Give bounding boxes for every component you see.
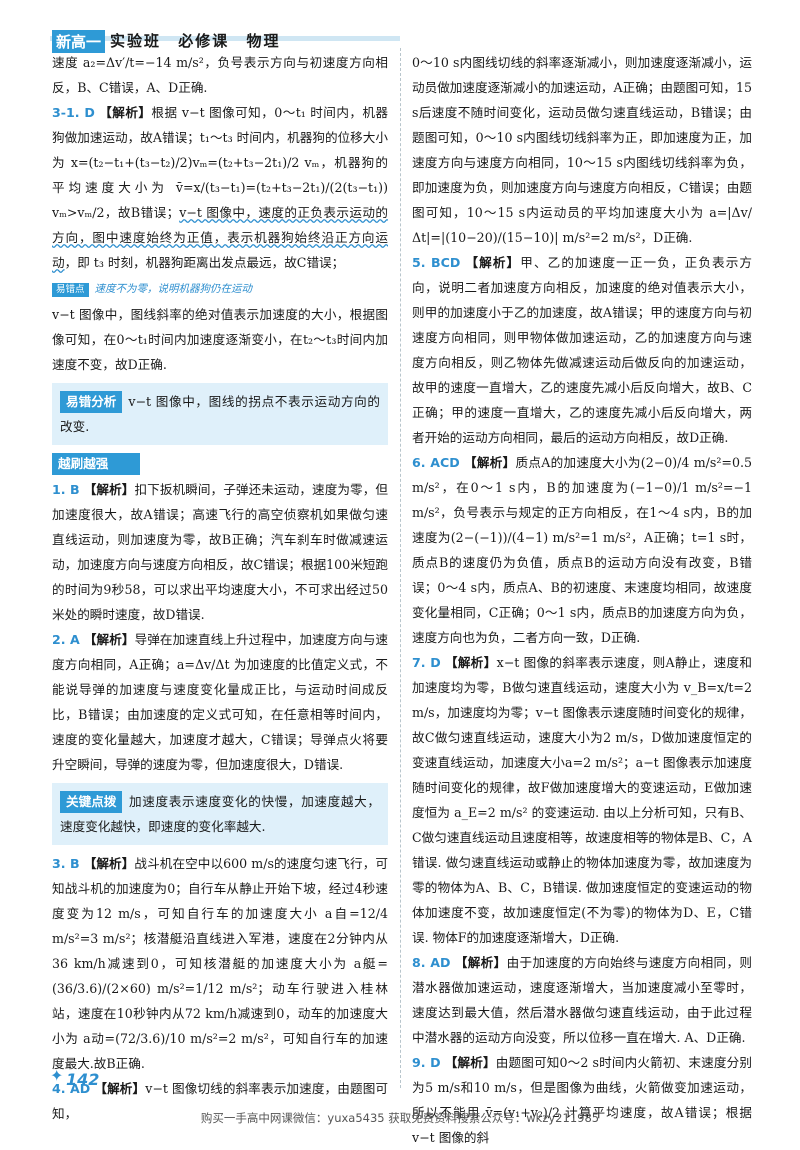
section-title: 越刷越强 [52, 453, 140, 475]
answer-number: 7. D [412, 655, 441, 670]
answer-text: 由于加速度的方向始终与速度方向相同，则潜水器做加速运动，速度逐渐增大，当加速度减… [412, 955, 753, 1045]
hint-line: 易错点速度不为零，说明机器狗仍在运动 [52, 275, 388, 302]
answer-number: 5. BCD [412, 255, 461, 270]
answer-text: 根据 v−t 图像可知，0～t₁ 时间内，机器狗做加速运动，故A错误；t₁～t₃… [52, 105, 389, 220]
answer-7: 7. D【解析】x−t 图像的斜率表示速度，则A静止，速度和加速度均为零，B做匀… [412, 650, 752, 950]
hint-text: 速度不为零，说明机器狗仍在运动 [94, 283, 253, 295]
analysis-tag: 【解析】 [83, 632, 135, 647]
answer-text: 质点A的加速度大小为(2−0)/4 m/s²=0.5 m/s²，在0～1 s内，… [412, 455, 753, 645]
right-column: 0～10 s内图线切线的斜率逐渐减小，则加速度逐渐减小，运动员做加速度逐渐减小的… [412, 50, 752, 1150]
answer-number: 2. A [52, 632, 80, 647]
analysis-tag: 【解析】 [464, 255, 521, 270]
left-paragraph-1: 速度 a₂=Δv′/t=−14 m/s²，负号表示方向与初速度方向相反，B、C错… [52, 55, 388, 95]
answer-8: 8. AD【解析】由于加速度的方向始终与速度方向相同，则潜水器做加速运动，速度逐… [412, 950, 752, 1050]
box-label: 关键点拨 [60, 791, 123, 813]
answer-text: 扣下扳机瞬间，子弹还未运动，速度为零，但加速度很大，故A错误；高速飞行的高空侦察… [52, 482, 389, 622]
answer-1: 1. B【解析】扣下扳机瞬间，子弹还未运动，速度为零，但加速度很大，故A错误；高… [52, 477, 388, 627]
analysis-tag: 【解析】 [454, 955, 507, 970]
answer-text-b: ，即 t₃ 时刻，机器狗距离出发点最远，故C错误； [64, 255, 345, 270]
answer-number: 3-1. D [52, 105, 95, 120]
analysis-tag: 【解析】 [83, 482, 135, 497]
answer-text: 战斗机在空中以600 m/s的速度匀速飞行，可知战斗机的加速度为0；自行车从静止… [52, 856, 389, 1071]
answer-text-c: v−t 图像中，图线斜率的绝对值表示加速度的大小，根据图像可知，在0～t₁时间内… [52, 307, 388, 372]
page-number: 142 [66, 1070, 100, 1089]
box-text: v−t 图像中，图线的拐点不表示运动方向的改变. [60, 394, 380, 434]
box-text: 加速度表示速度变化的快慢，加速度越大，速度变化越快，即速度的变化率越大. [60, 794, 380, 834]
answer-text: v−t 图像切线的斜率表示加速度，由题图可知， [52, 1081, 388, 1121]
analysis-tag: 【解析】 [98, 105, 152, 120]
star-icon: ✦ [50, 1066, 64, 1085]
analysis-tag: 【解析】 [463, 455, 516, 470]
answer-number: 6. ACD [412, 455, 460, 470]
left-column: 速度 a₂=Δv′/t=−14 m/s²，负号表示方向与初速度方向相反，B、C错… [52, 50, 388, 1126]
underlined-text: v−t 图像中，速度的正负表示运动的方向，图中速度始终为正值，表示机器狗始终沿正… [52, 205, 388, 270]
answer-number: 3. B [52, 856, 80, 871]
answer-9: 9. D【解析】由题图可知0～2 s时间内火箭初、末速度分别为5 m/s和10 … [412, 1050, 752, 1150]
footer-text: 购买一手高中网课微信：yuxa5435 获取免费资料搜索公众号：wkzy2119… [200, 1111, 600, 1125]
header-bar [50, 36, 400, 41]
answer-text: 甲、乙的加速度一正一负，正负表示方向，说明二者加速度方向相反，加速度的绝对值表示… [412, 255, 753, 445]
answer-2: 2. A【解析】导弹在加速直线上升过程中，加速度方向与速度方向相同，A正确；a=… [52, 627, 388, 777]
answer-number: 8. AD [412, 955, 451, 970]
header-tag: 新高一 [52, 30, 106, 53]
answer-number: 1. B [52, 482, 80, 497]
page-header: 新高一 实验班 必修课 物理 [0, 0, 800, 53]
answer-4: 4. AD【解析】v−t 图像切线的斜率表示加速度，由题图可知， [52, 1076, 388, 1126]
answer-text: 导弹在加速直线上升过程中，加速度方向与速度方向相同，A正确；a=Δv/Δt 为加… [52, 632, 389, 772]
answer-number: 4. AD [52, 1081, 91, 1096]
answer-text: x−t 图像的斜率表示速度，则A静止，速度和加速度均为零，B做匀速直线运动，速度… [412, 655, 753, 945]
column-divider [400, 48, 401, 1088]
analysis-tag: 【解析】 [444, 1055, 496, 1070]
answer-text: 由题图可知0～2 s时间内火箭初、末速度分别为5 m/s和10 m/s，但是图像… [412, 1055, 752, 1145]
answer-3: 3. B【解析】战斗机在空中以600 m/s的速度匀速飞行，可知战斗机的加速度为… [52, 851, 388, 1076]
right-paragraph-0: 0～10 s内图线切线的斜率逐渐减小，则加速度逐渐减小，运动员做加速度逐渐减小的… [412, 55, 752, 245]
answer-number: 9. D [412, 1055, 441, 1070]
answer-6: 6. ACD【解析】质点A的加速度大小为(2−0)/4 m/s²=0.5 m/s… [412, 450, 752, 650]
analysis-tag: 【解析】 [83, 856, 135, 871]
hint-badge: 易错点 [52, 283, 89, 297]
header-title: 实验班 必修课 物理 [110, 32, 281, 50]
answer-3-1: 3-1. D【解析】根据 v−t 图像可知，0～t₁ 时间内，机器狗做加速运动，… [52, 100, 388, 275]
box-label: 易错分析 [60, 391, 123, 413]
key-point-box: 关键点拨加速度表示速度变化的快慢，加速度越大，速度变化越快，即速度的变化率越大. [52, 783, 388, 845]
answer-5: 5. BCD【解析】甲、乙的加速度一正一负，正负表示方向，说明二者加速度方向相反… [412, 250, 752, 450]
analysis-tag: 【解析】 [444, 655, 497, 670]
analysis-tag: 【解析】 [94, 1081, 146, 1096]
